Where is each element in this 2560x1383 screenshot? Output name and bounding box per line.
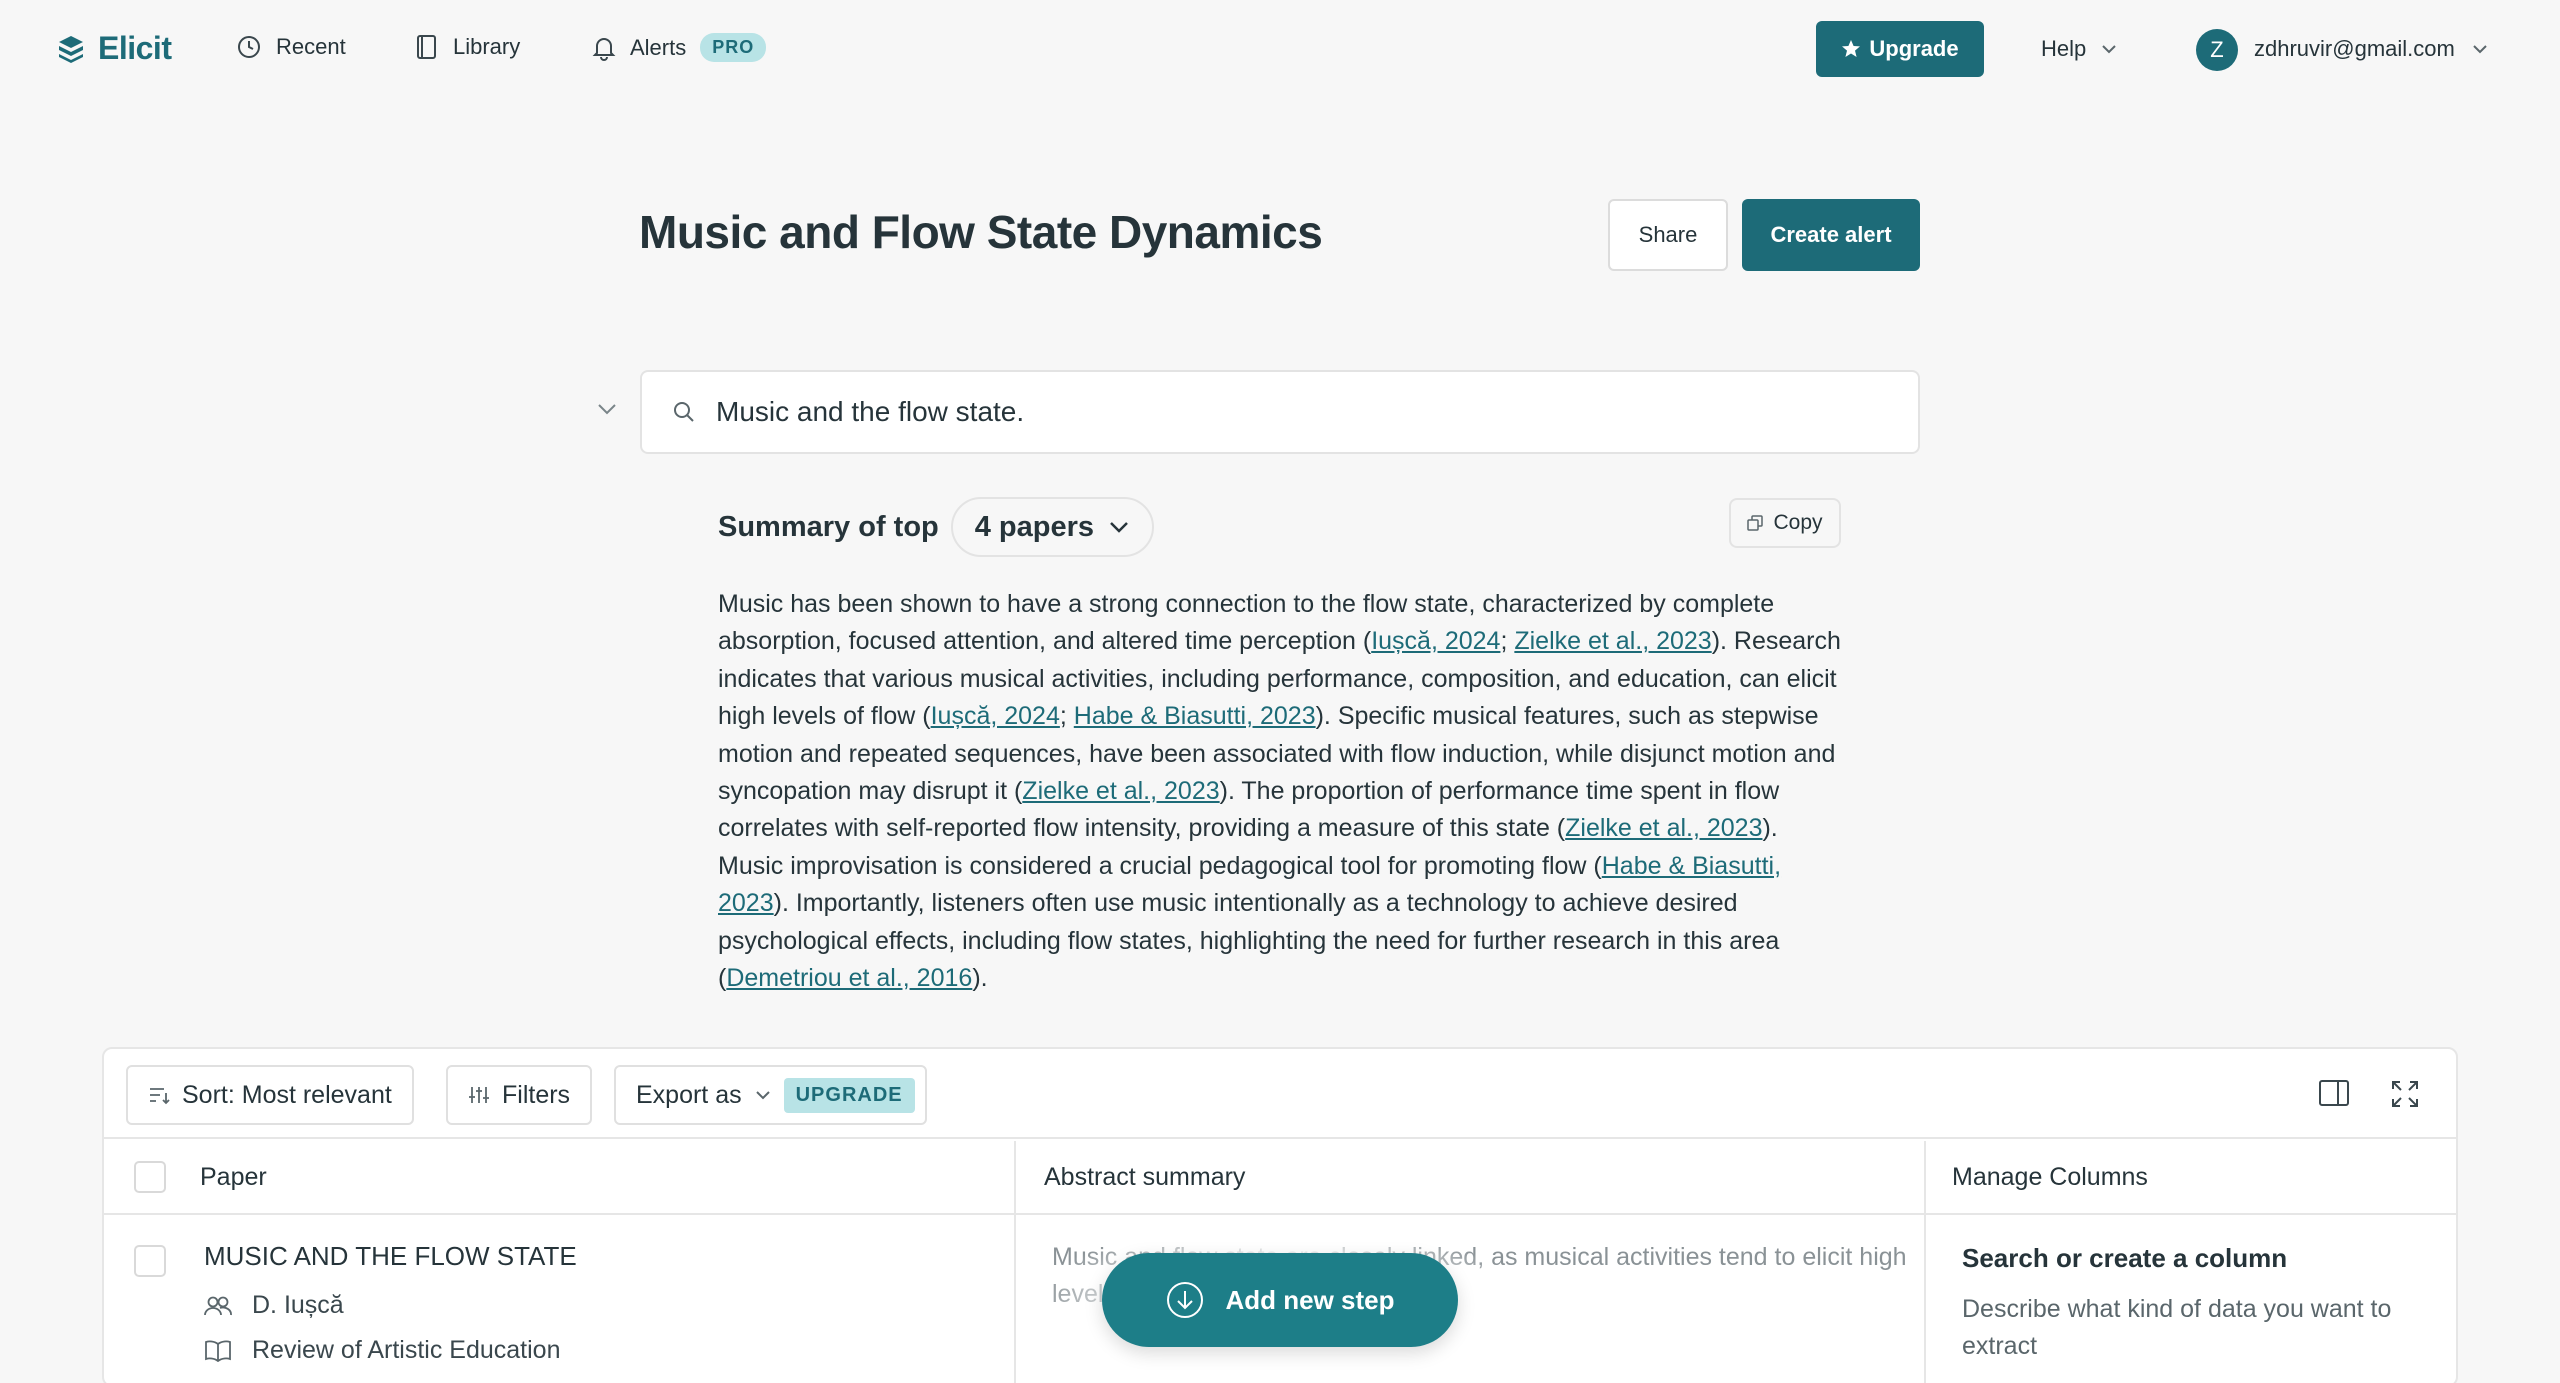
copy-icon	[1747, 515, 1764, 531]
table-toolbar: Sort: Most relevant Filters Export as UP…	[104, 1049, 2456, 1139]
nav-alerts[interactable]: Alerts PRO	[592, 33, 767, 62]
nav-recent-label: Recent	[276, 34, 346, 59]
manage-columns-title: Search or create a column	[1962, 1243, 2288, 1273]
summary-text-segment: ). The proportion of performance time sp…	[718, 777, 1780, 843]
add-new-step-label: Add new step	[1225, 1284, 1395, 1315]
chevron-down-icon	[2473, 45, 2487, 54]
citation-link[interactable]: Iușcă, 2024	[930, 702, 1060, 731]
summary-text-segment: ). Music improvisation is considered a c…	[718, 814, 1778, 880]
summary-header: Summary of top 4 papers	[718, 497, 1155, 557]
summary-text-segment: ;	[1059, 702, 1074, 731]
summary-text-segment: ;	[1500, 627, 1515, 656]
paper-venue-text: Review of Artistic Education	[252, 1336, 561, 1364]
sort-label: Sort: Most relevant	[182, 1080, 392, 1109]
column-divider	[1924, 1141, 1926, 1383]
export-upgrade-tag: UPGRADE	[783, 1077, 915, 1113]
collapse-chevron-icon[interactable]	[596, 402, 618, 416]
create-alert-button[interactable]: Create alert	[1742, 199, 1920, 271]
nav-recent[interactable]: Recent	[236, 34, 346, 60]
column-divider	[1014, 1141, 1016, 1383]
search-icon	[674, 402, 694, 422]
filters-label: Filters	[502, 1080, 571, 1109]
citation-link[interactable]: Zielke et al., 2023	[1022, 777, 1220, 806]
summary-text-segment: ). Research indicates that various music…	[718, 627, 1841, 731]
arrow-down-circle-icon	[1167, 1282, 1204, 1318]
summary-paragraph: Music has been shown to have a strong co…	[718, 586, 1848, 997]
summary-label: Summary of top	[718, 510, 939, 543]
export-label: Export as	[636, 1080, 742, 1109]
sort-button[interactable]: Sort: Most relevant	[126, 1065, 414, 1125]
filters-button[interactable]: Filters	[446, 1065, 593, 1125]
chevron-down-icon	[1110, 522, 1128, 533]
star-icon	[1842, 40, 1861, 57]
authors-icon	[204, 1296, 232, 1315]
search-query: Music and the flow state.	[716, 396, 1025, 427]
search-input[interactable]: Music and the flow state.	[640, 370, 1920, 454]
sort-icon	[150, 1088, 170, 1105]
summary-text-segment: ). Specific musical features, such as st…	[718, 702, 1836, 806]
book-icon	[417, 35, 436, 59]
copy-button[interactable]: Copy	[1729, 498, 1841, 548]
nav-library-label: Library	[453, 34, 521, 59]
filters-icon	[469, 1087, 489, 1103]
open-book-icon	[205, 1340, 231, 1362]
account-menu[interactable]: zdhruvir@gmail.com	[2254, 36, 2489, 62]
paper-author-text: D. Iușcă	[252, 1291, 344, 1319]
chevron-down-icon	[755, 1091, 770, 1100]
pro-badge: PRO	[700, 33, 767, 62]
papers-count-label: 4 papers	[974, 510, 1095, 543]
summary-text-segment: ). Importantly, listeners often use musi…	[718, 889, 1780, 993]
nav-alerts-label: Alerts	[630, 34, 687, 60]
copy-label: Copy	[1773, 511, 1823, 534]
avatar[interactable]: Z	[2196, 29, 2238, 71]
citation-link[interactable]: Habe & Biasutti, 2023	[718, 851, 1782, 918]
citation-link[interactable]: Demetriou et al., 2016	[726, 964, 973, 993]
citation-link[interactable]: Habe & Biasutti, 2023	[1073, 702, 1316, 731]
manage-columns-description: Describe what kind of data you want to e…	[1962, 1295, 2392, 1360]
summary-text-segment: Music has been shown to have a strong co…	[718, 590, 1775, 656]
header-divider	[104, 1213, 2456, 1215]
side-panel-icon[interactable]	[2318, 1079, 2350, 1107]
page-title: Music and Flow State Dynamics	[639, 206, 1323, 258]
column-paper[interactable]: Paper	[200, 1162, 267, 1191]
elicit-logo-icon	[59, 35, 83, 63]
select-all-checkbox[interactable]	[134, 1161, 166, 1193]
row-checkbox[interactable]	[134, 1245, 166, 1277]
clock-icon	[238, 36, 260, 58]
share-button[interactable]: Share	[1608, 199, 1728, 271]
help-menu[interactable]: Help	[2041, 36, 2118, 62]
paper-authors: D. Iușcă	[204, 1291, 344, 1320]
top-bar: Elicit Recent Library Alerts PRO Upgrade…	[0, 0, 2560, 100]
add-new-step-button[interactable]: Add new step	[1102, 1253, 1458, 1347]
citation-link[interactable]: Iușcă, 2024	[1371, 627, 1501, 656]
manage-columns-header: Manage Columns	[1952, 1162, 2148, 1191]
export-dropdown[interactable]: Export as UPGRADE	[614, 1065, 927, 1125]
bell-icon	[592, 37, 616, 61]
citation-link[interactable]: Zielke et al., 2023	[1565, 814, 1763, 843]
elicit-logo[interactable]: Elicit	[56, 30, 172, 67]
account-email: zdhruvir@gmail.com	[2254, 36, 2455, 61]
chevron-down-icon	[2102, 45, 2116, 54]
citation-link[interactable]: Zielke et al., 2023	[1514, 627, 1712, 656]
help-label: Help	[2041, 36, 2087, 61]
column-abstract-summary[interactable]: Abstract summary	[1044, 1162, 1246, 1191]
nav-library[interactable]: Library	[415, 34, 520, 60]
upgrade-button[interactable]: Upgrade	[1816, 21, 1984, 77]
upgrade-label: Upgrade	[1869, 36, 1959, 61]
paper-venue: Review of Artistic Education	[204, 1336, 560, 1365]
paper-title[interactable]: MUSIC AND THE FLOW STATE	[204, 1241, 577, 1271]
app-name: Elicit	[98, 30, 172, 66]
papers-count-dropdown[interactable]: 4 papers	[950, 497, 1155, 557]
expand-icon[interactable]	[2390, 1079, 2420, 1109]
summary-text-segment: ).	[972, 964, 988, 993]
